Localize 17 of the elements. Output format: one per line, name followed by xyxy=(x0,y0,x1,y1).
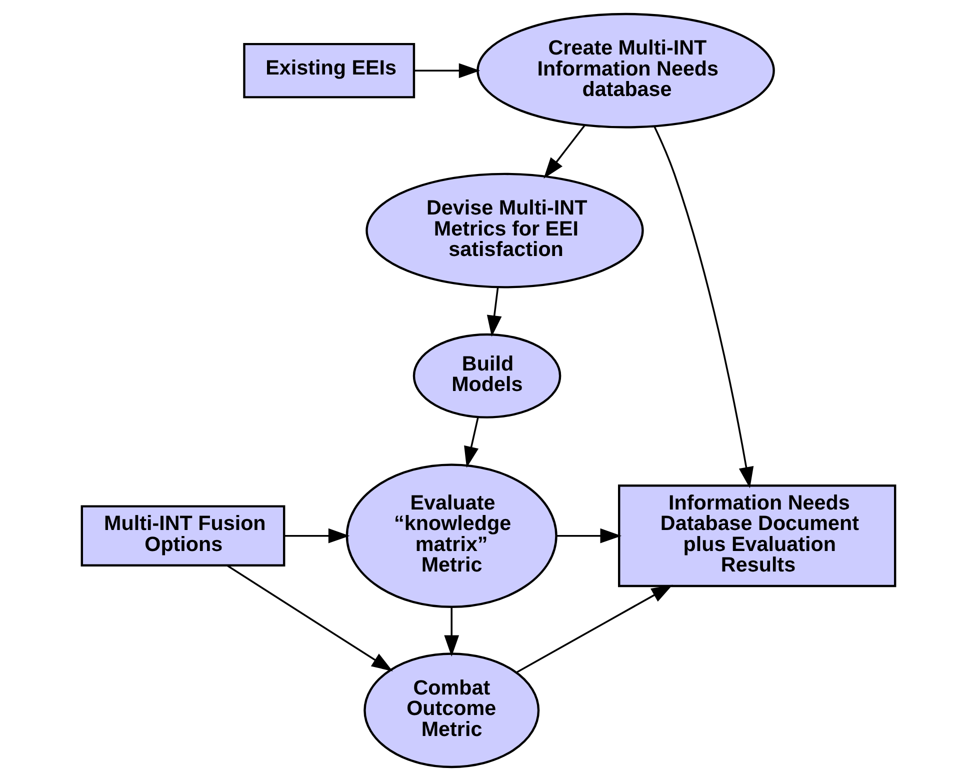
arrow xyxy=(464,417,478,468)
node-box: Information Needs Database Document plus Evaluation Results xyxy=(618,484,896,588)
arrow xyxy=(543,124,585,179)
node-ellipse: Evaluate “knowledge matrix” Metric xyxy=(345,464,557,608)
arrow xyxy=(556,528,622,544)
arrow xyxy=(226,564,392,672)
node-box: Existing EEIs xyxy=(242,42,415,98)
node-box: Multi-INT Fusion Options xyxy=(80,505,285,566)
arrow xyxy=(414,63,480,78)
node-ellipse: Create Multi-INT Information Needs database xyxy=(476,12,774,128)
arrow xyxy=(444,607,459,657)
arrow xyxy=(653,126,754,488)
arrow xyxy=(284,528,350,544)
node-ellipse: Build Models xyxy=(412,333,561,418)
arrow xyxy=(486,286,502,337)
node-ellipse: Devise Multi-INT Metrics for EEI satisfaction xyxy=(365,172,644,288)
arrow xyxy=(515,584,672,674)
